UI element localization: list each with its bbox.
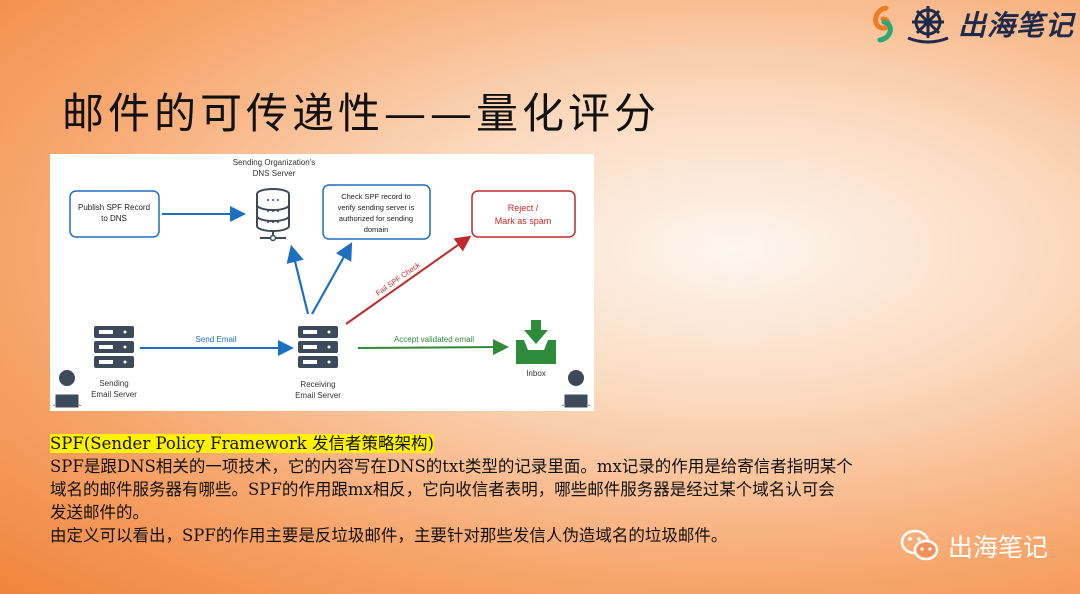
check-box-line-3: authorized for sending xyxy=(339,214,413,223)
receiving-server-icon xyxy=(298,326,338,368)
inbox-label: Inbox xyxy=(526,369,546,378)
check-box-line-2: verify sending server is xyxy=(338,203,415,212)
check-box-line-1: Check SPF record to xyxy=(341,192,411,201)
page-title: 邮件的可传递性——量化评分 xyxy=(62,89,661,138)
para1-line3: 发送邮件的。 xyxy=(50,503,149,522)
wechat-label: 出海笔记 xyxy=(947,533,1048,562)
para2: 由定义可以看出，SPF的作用主要是反垃圾邮件，主要针对那些发信人伪造域名的垃圾邮… xyxy=(50,526,728,545)
receiving-label-1: Receiving xyxy=(300,380,335,389)
database-icon xyxy=(256,188,290,242)
spf-description: SPF(Sender Policy Framework 发信者策略架构) SPF… xyxy=(50,432,1010,547)
spf-diagram: Sending Organization's DNS Server Publis… xyxy=(50,154,594,411)
recipient-user-icon xyxy=(562,370,590,409)
accept-arrow xyxy=(357,339,509,356)
dns-server-label-1: Sending Organization's xyxy=(233,158,315,167)
wechat-watermark: 出海笔记 xyxy=(900,528,1048,564)
publish-box-line-1: Publish SPF Record xyxy=(78,203,150,212)
dns-server-label-2: DNS Server xyxy=(253,169,296,178)
sending-label-1: Sending xyxy=(99,379,128,388)
spf-heading: SPF(Sender Policy Framework 发信者策略架构) xyxy=(50,434,434,453)
check-box-line-4: domain xyxy=(364,225,389,234)
sending-server-icon xyxy=(94,326,134,368)
accept-label: Accept validated email xyxy=(394,335,474,344)
para1-line1: SPF是跟DNS相关的一项技术，它的内容写在DNS的txt类型的记录里面。mx记… xyxy=(50,457,853,476)
spf-flow-svg: Sending Organization's DNS Server Publis… xyxy=(53,158,590,409)
fail-arrow xyxy=(345,235,472,325)
send-email-label: Send Email xyxy=(196,335,237,344)
check-spf-box xyxy=(322,184,431,240)
fail-label: Fail SPF Check xyxy=(374,260,422,297)
check-spf-arrow xyxy=(311,242,353,315)
reject-box-line-2: Mark as spam xyxy=(495,216,552,226)
reject-box xyxy=(471,190,576,238)
publish-box-line-2: to DNS xyxy=(101,214,127,223)
para1-line2: 域名的邮件服务器有哪些。SPF的作用跟mx相反，它向收信者表明，哪些邮件服务器是… xyxy=(50,480,835,499)
publish-spf-box xyxy=(69,190,160,238)
ship-wheel-icon xyxy=(907,6,949,44)
inbox-icon xyxy=(516,320,556,364)
sender-user-icon xyxy=(53,370,81,409)
wechat-icon xyxy=(900,529,939,561)
header-logo: 出海笔记 xyxy=(868,4,1074,44)
query-dns-arrow xyxy=(286,244,310,315)
brand-swirl-icon xyxy=(873,5,893,43)
sending-label-2: Email Server xyxy=(91,390,137,399)
brand-name: 出海笔记 xyxy=(957,9,1074,42)
receiving-label-2: Email Server xyxy=(295,391,341,400)
reject-box-line-1: Reject / xyxy=(508,203,539,213)
